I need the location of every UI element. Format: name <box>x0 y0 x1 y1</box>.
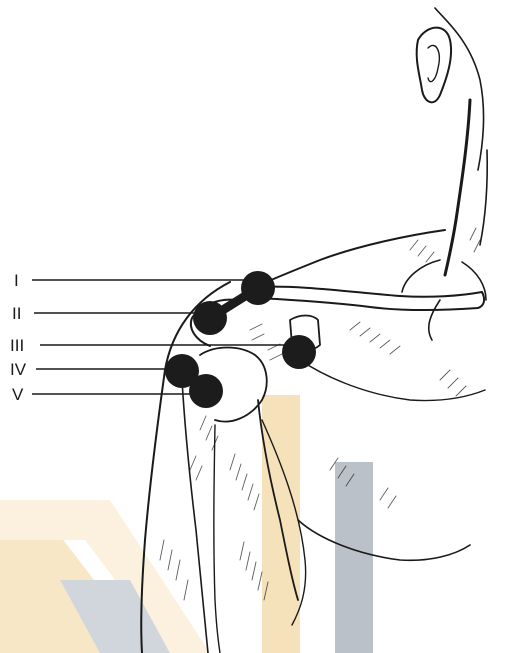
watermark-bar-slate <box>335 462 373 653</box>
label-I: I <box>14 271 19 290</box>
ear-inner <box>428 45 439 81</box>
label-II: II <box>12 304 21 323</box>
label-V: V <box>12 385 24 404</box>
neck-back <box>480 150 487 245</box>
point-marker-I <box>241 271 275 305</box>
trapezius-line <box>262 230 445 284</box>
line-art <box>141 8 487 653</box>
label-IV: IV <box>10 360 27 379</box>
labels: I II III IV V <box>10 271 27 404</box>
neck-front <box>445 100 470 275</box>
hatching <box>160 228 480 600</box>
ear-outline <box>417 28 451 103</box>
point-marker-V <box>189 374 223 408</box>
clavicle-end <box>429 300 440 340</box>
point-marker-III <box>282 335 316 369</box>
clavicle <box>258 287 484 310</box>
arm-inner-line-2 <box>214 425 220 653</box>
point-marker-II <box>193 301 227 335</box>
label-III: III <box>10 336 24 355</box>
chest-line <box>298 520 470 560</box>
point-markers <box>165 271 316 408</box>
